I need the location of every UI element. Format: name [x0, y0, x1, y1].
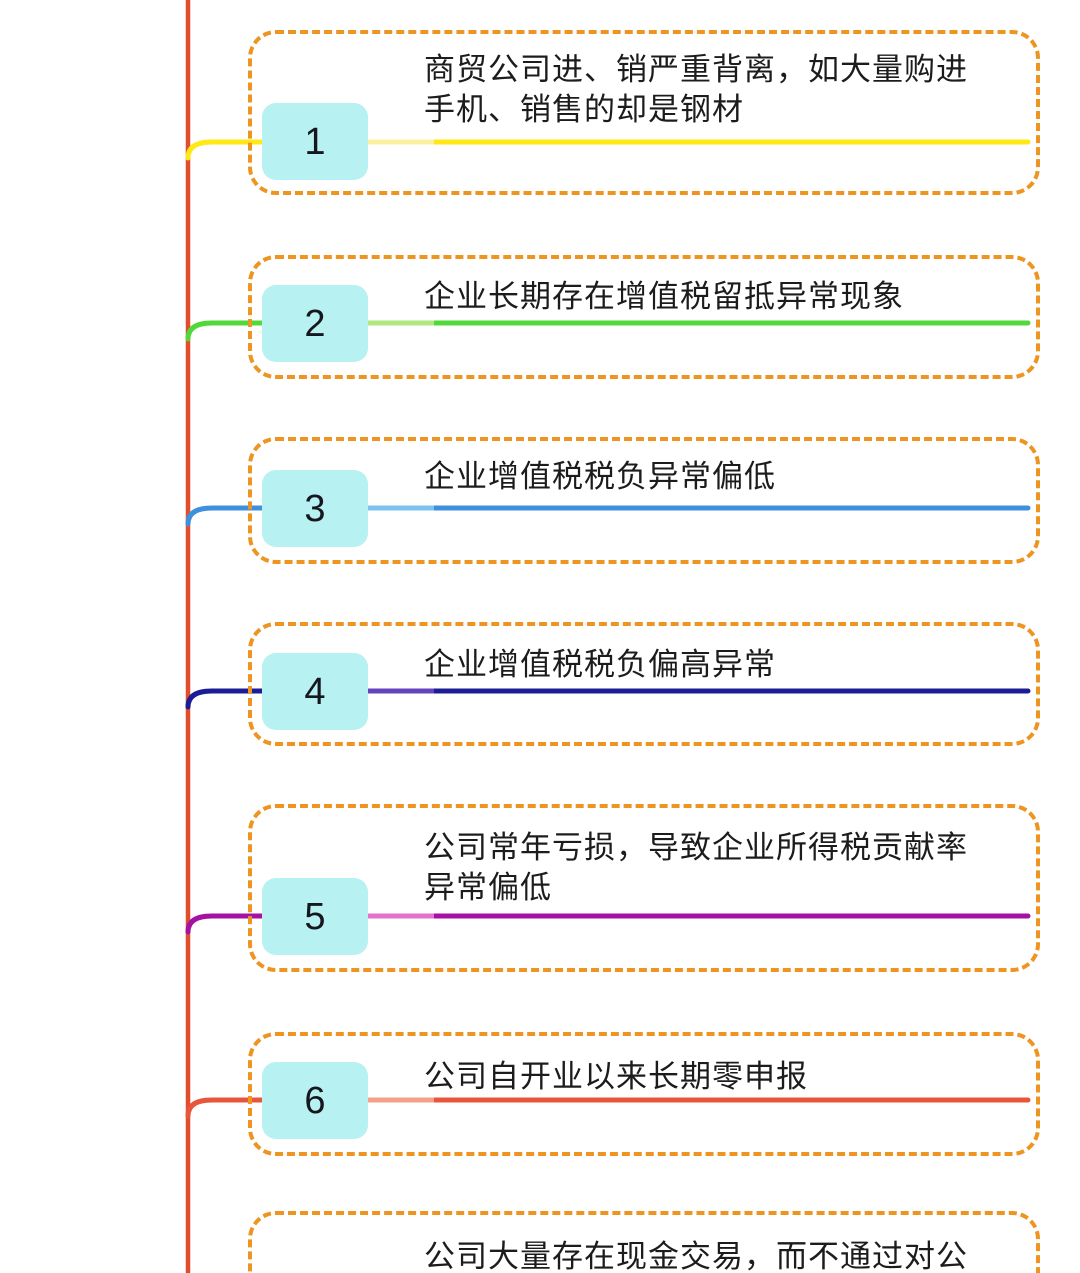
item-number-badge[interactable]: 2 — [262, 285, 368, 362]
text-line: 公司自开业以来长期零申报 — [424, 1059, 808, 1094]
item-node-6[interactable]: 6 公司自开业以来长期零申报 — [248, 1032, 1040, 1156]
text-line: 企业长期存在增值税留抵异常现象 — [424, 279, 904, 314]
item-node-5[interactable]: 5 公司常年亏损，导致企业所得税贡献率 异常偏低 — [248, 804, 1040, 972]
item-number: 2 — [304, 302, 326, 345]
item-number: 6 — [304, 1079, 326, 1122]
item-number-badge[interactable]: 1 — [262, 103, 368, 180]
branch-line-6 — [185, 1097, 1031, 1119]
item-node-4[interactable]: 4 企业增值税税负偏高异常 — [248, 622, 1040, 746]
item-number: 3 — [304, 487, 326, 530]
branch-line-1 — [185, 139, 1031, 161]
item-text: 企业长期存在增值税留抵异常现象 — [424, 277, 1014, 317]
item-text: 企业增值税税负异常偏低 — [424, 457, 1014, 497]
branch-line-5 — [185, 913, 1031, 935]
item-number: 5 — [304, 895, 326, 938]
branch-line-2 — [185, 320, 1031, 342]
item-number-badge[interactable]: 5 — [262, 878, 368, 955]
item-text: 企业增值税税负偏高异常 — [424, 645, 1014, 685]
item-node-7[interactable]: 公司大量存在现金交易，而不通过对公 — [248, 1211, 1040, 1273]
item-number: 4 — [304, 670, 326, 713]
item-text: 公司自开业以来长期零申报 — [424, 1057, 1014, 1097]
item-number-badge[interactable]: 6 — [262, 1062, 368, 1139]
branch-line-3 — [185, 505, 1031, 527]
text-line: 公司大量存在现金交易，而不通过对公 — [424, 1239, 968, 1273]
item-text: 公司常年亏损，导致企业所得税贡献率 异常偏低 — [424, 828, 1014, 908]
item-number-badge[interactable]: 3 — [262, 470, 368, 547]
text-line: 异常偏低 — [424, 870, 552, 905]
item-node-2[interactable]: 2 企业长期存在增值税留抵异常现象 — [248, 255, 1040, 379]
text-line: 手机、销售的却是钢材 — [424, 92, 744, 127]
item-node-1[interactable]: 1 商贸公司进、销严重背离，如大量购进 手机、销售的却是钢材 — [248, 30, 1040, 195]
branch-line-4 — [185, 688, 1031, 710]
text-line: 企业增值税税负异常偏低 — [424, 459, 776, 494]
item-text: 公司大量存在现金交易，而不通过对公 — [424, 1237, 1014, 1273]
item-text: 商贸公司进、销严重背离，如大量购进 手机、销售的却是钢材 — [424, 50, 1014, 130]
text-line: 公司常年亏损，导致企业所得税贡献率 — [424, 830, 968, 865]
text-line: 商贸公司进、销严重背离，如大量购进 — [424, 52, 968, 87]
item-node-3[interactable]: 3 企业增值税税负异常偏低 — [248, 437, 1040, 564]
item-number: 1 — [304, 120, 326, 163]
item-number-badge[interactable]: 4 — [262, 653, 368, 730]
text-line: 企业增值税税负偏高异常 — [424, 647, 776, 682]
